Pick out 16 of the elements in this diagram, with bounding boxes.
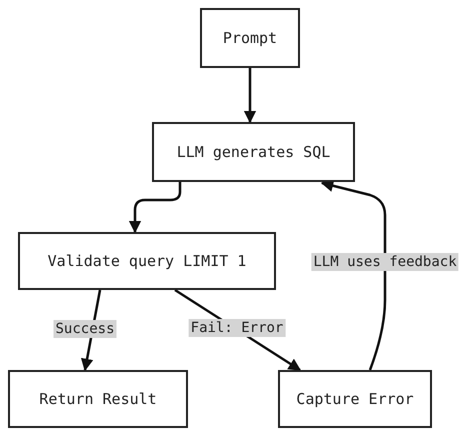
edge-label: Success [54, 320, 116, 338]
process-box [200, 8, 300, 68]
edge-label: Fail: Error [188, 319, 286, 337]
node-text: LLM generates SQL [176, 143, 330, 161]
arrow [244, 68, 256, 124]
arrow [320, 180, 386, 370]
node-text: Return Result [39, 390, 157, 408]
node-text: Validate query LIMIT 1 [48, 252, 246, 270]
edge-label: LLM uses feedback [311, 253, 459, 271]
process-box [152, 122, 355, 182]
arrow [128, 182, 182, 234]
node-text: Prompt [222, 29, 278, 47]
node-text: Capture Error [296, 390, 414, 408]
process-box [18, 232, 276, 290]
process-box [278, 370, 432, 428]
process-box [8, 370, 188, 428]
